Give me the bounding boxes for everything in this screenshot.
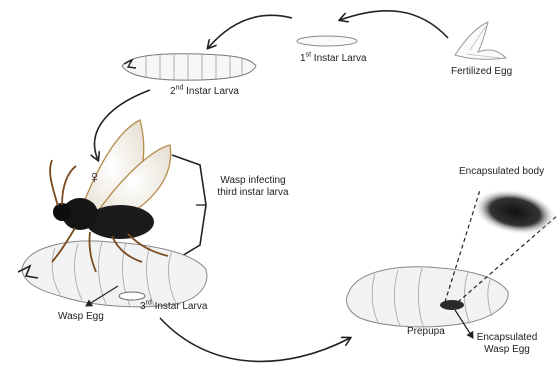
arrow-third-instar-to-prepupa — [160, 318, 350, 361]
label-encapsulated-wasp-egg: Encapsulated Wasp Egg — [474, 332, 540, 356]
third-instar-larva-icon — [18, 241, 207, 307]
label-encapsulated-body: Encapsulated body — [459, 166, 544, 178]
arrow-first-to-second-instar — [208, 15, 292, 48]
label-wasp-egg: Wasp Egg — [58, 311, 104, 323]
label-wasp-infecting: Wasp infecting third instar larva — [210, 175, 296, 199]
bracket — [172, 155, 206, 262]
arrow-egg-to-first-instar — [340, 11, 448, 38]
label-fertilized-egg: Fertilized Egg — [451, 66, 512, 78]
label-first-instar-larva: 1st Instar Larva — [300, 53, 367, 65]
female-symbol: ♀ — [88, 168, 102, 186]
label-prepupa: Prepupa — [407, 326, 445, 338]
second-instar-larva-icon — [122, 54, 256, 80]
label-third-instar-larva: 3rd Instar Larva — [140, 301, 207, 313]
encapsulated-body-image — [470, 183, 559, 241]
first-instar-larva-icon — [297, 36, 357, 46]
label-second-instar-larva: 2nd Instar Larva — [170, 86, 239, 98]
prepupa-icon — [347, 267, 509, 328]
fertilized-egg-icon — [455, 22, 506, 59]
encapsulated-wasp-egg-mark — [440, 300, 464, 310]
